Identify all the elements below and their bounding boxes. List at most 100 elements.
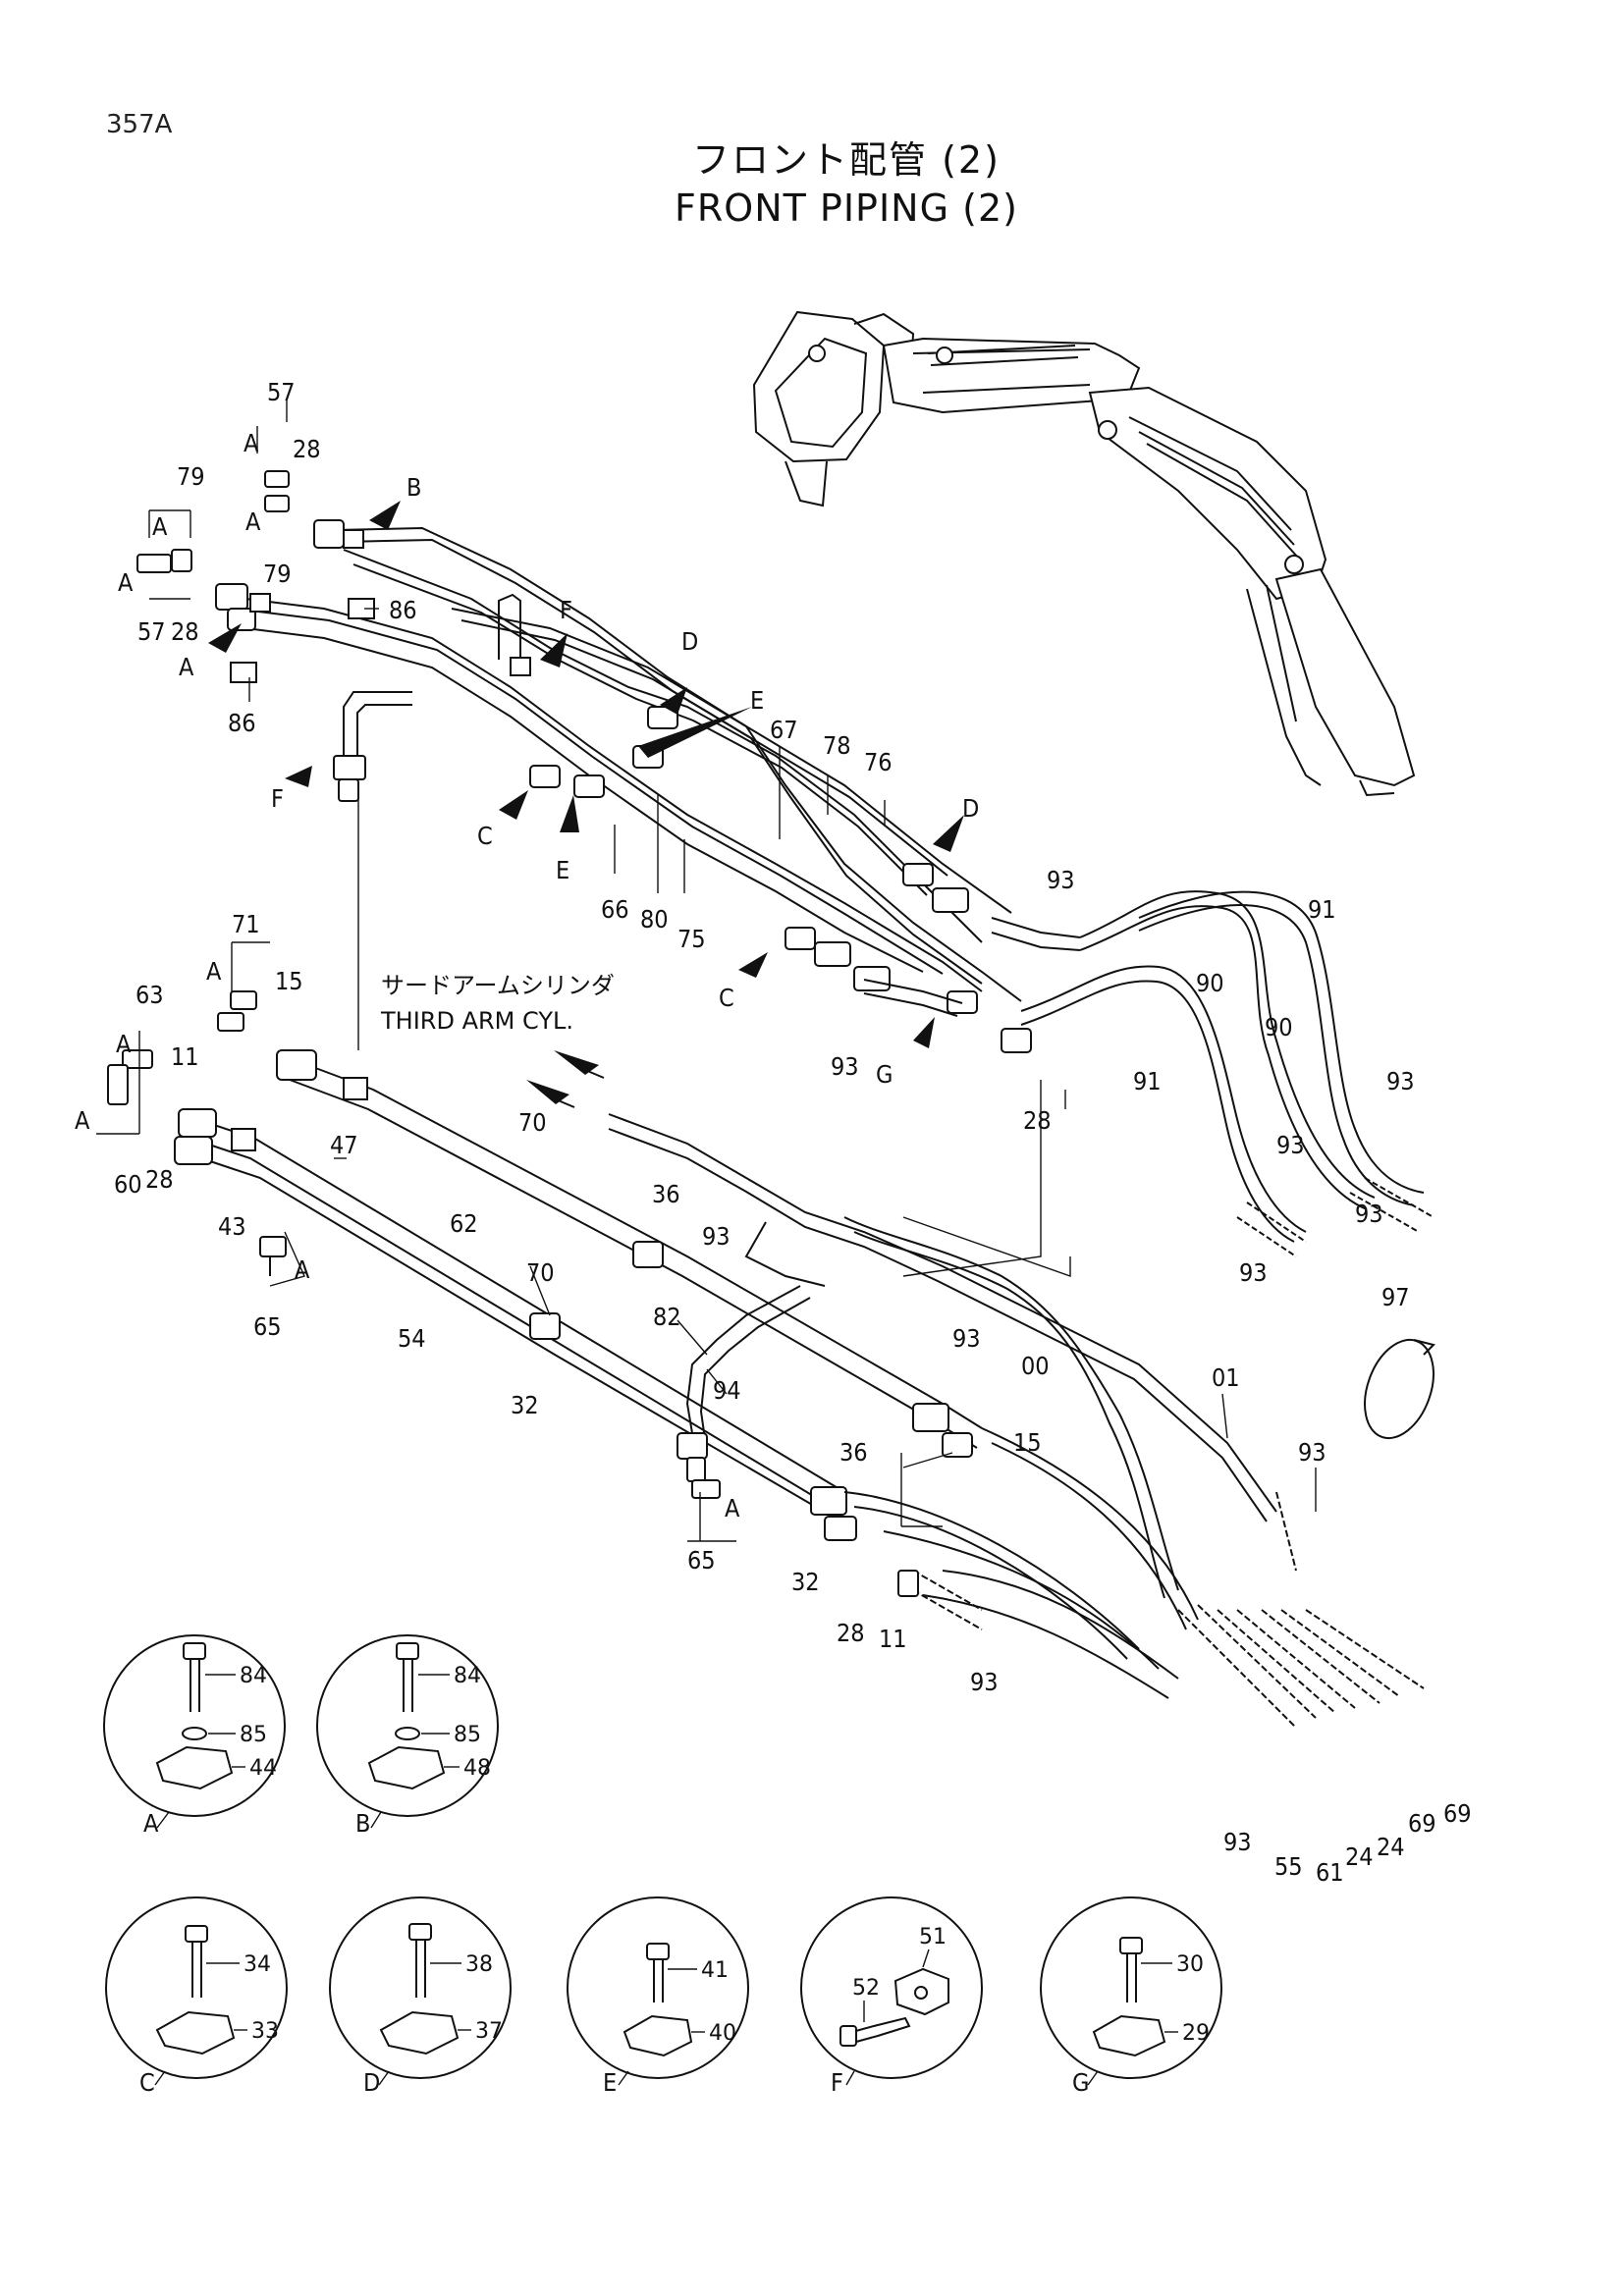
part-label-57-top: 57 — [267, 378, 296, 406]
part-label-90-b: 90 — [1265, 1013, 1293, 1041]
part-label-47: 47 — [330, 1131, 358, 1159]
part-label-54: 54 — [398, 1324, 426, 1353]
part-label-36-b: 36 — [839, 1438, 868, 1467]
leader-lines — [96, 400, 1317, 1542]
part-label-28-top: 28 — [293, 435, 321, 463]
detail-a-washer: 85 — [240, 1723, 267, 1747]
callout-a-1: A — [244, 429, 259, 457]
detail-b-bolt: 84 — [454, 1664, 481, 1688]
part-label-94: 94 — [713, 1376, 741, 1405]
lower-pipe-group — [107, 470, 1435, 1729]
part-label-78: 78 — [823, 731, 851, 760]
part-label-75: 75 — [677, 925, 706, 953]
detail-d-letter: D — [363, 2068, 380, 2097]
callout-e-left: E — [556, 856, 569, 884]
part-label-24-b: 24 — [1377, 1833, 1405, 1861]
detail-e-clamp: 40 — [709, 2021, 736, 2046]
part-label-60: 60 — [114, 1170, 142, 1199]
part-label-93-h: 93 — [952, 1324, 981, 1353]
part-label-93-f: 93 — [1239, 1258, 1268, 1287]
page-title-japanese: フロント配管 (2) — [692, 138, 1001, 182]
part-label-76: 76 — [864, 748, 893, 776]
callout-a-7: A — [116, 1030, 132, 1058]
part-label-67: 67 — [770, 716, 798, 744]
callout-f-top: F — [560, 596, 572, 624]
detail-view-g: 30 29 G — [1040, 1896, 1222, 2097]
detail-view-f: 51 52 F — [800, 1896, 983, 2097]
part-label-79-mid: 79 — [263, 560, 292, 588]
detail-b-clamp: 48 — [463, 1756, 491, 1781]
part-label-32-a: 32 — [511, 1391, 539, 1419]
part-label-86-b: 86 — [228, 709, 256, 737]
part-label-91-a: 91 — [1308, 895, 1336, 924]
detail-view-c: 34 33 C — [105, 1896, 288, 2097]
detail-f-clamp: 51 — [919, 1925, 947, 1949]
callout-e-top: E — [750, 686, 764, 715]
detail-view-e: 41 40 E — [567, 1896, 749, 2097]
callout-arrows — [208, 501, 964, 1108]
page-code: 357A — [106, 110, 173, 139]
callout-a-9: A — [295, 1255, 310, 1284]
callout-a-2: A — [245, 507, 261, 536]
part-label-90-a: 90 — [1196, 969, 1224, 997]
callout-a-10: A — [725, 1494, 740, 1522]
detail-g-letter: G — [1072, 2068, 1089, 2097]
upper-pipe-group — [215, 519, 1435, 1257]
callout-d-top: D — [681, 627, 698, 656]
part-label-28-lower: 28 — [145, 1165, 174, 1194]
part-label-28-left: 28 — [171, 617, 199, 646]
callout-f-left: F — [271, 784, 284, 813]
part-label-93-c: 93 — [1386, 1067, 1415, 1095]
part-label-70-a: 70 — [518, 1108, 547, 1137]
part-label-63: 63 — [135, 981, 164, 1009]
part-label-93-d: 93 — [1276, 1131, 1305, 1159]
part-label-80: 80 — [640, 905, 669, 934]
callout-c-mid: C — [719, 984, 734, 1012]
part-label-86-a: 86 — [389, 596, 417, 624]
part-labels: 57 A 28 79 A 79 A A 57 28 A B 86 86 F F … — [75, 378, 1472, 1887]
detail-f-letter: F — [831, 2068, 843, 2097]
detail-c-letter: C — [139, 2068, 155, 2097]
detail-e-letter: E — [603, 2068, 617, 2097]
part-label-43: 43 — [218, 1212, 246, 1241]
detail-d-clamp: 37 — [475, 2019, 503, 2044]
callout-a-4: A — [118, 568, 134, 597]
part-label-65-left: 65 — [253, 1312, 282, 1341]
part-label-93-e: 93 — [1355, 1200, 1383, 1228]
page-title-english: FRONT PIPING (2) — [675, 187, 1018, 230]
detail-g-clamp: 29 — [1182, 2021, 1210, 2046]
part-label-24-a: 24 — [1345, 1842, 1374, 1871]
detail-a-clamp: 44 — [249, 1756, 277, 1781]
part-label-15-left: 15 — [275, 967, 303, 995]
part-label-65-lower: 65 — [687, 1546, 716, 1575]
detail-b-washer: 85 — [454, 1723, 481, 1747]
part-label-79-top: 79 — [177, 462, 205, 491]
part-label-66: 66 — [601, 895, 629, 924]
part-label-69-b: 69 — [1443, 1799, 1472, 1828]
detail-a-letter: A — [143, 1809, 159, 1838]
part-label-93-i: 93 — [1298, 1438, 1326, 1467]
part-label-11-bottom: 11 — [879, 1625, 907, 1653]
callout-a-6: A — [206, 957, 222, 986]
callout-d-right: D — [962, 794, 979, 823]
part-label-93-g: 93 — [702, 1222, 731, 1251]
part-label-28-right: 28 — [1023, 1106, 1052, 1135]
callout-a-3: A — [152, 512, 168, 541]
callout-b: B — [406, 473, 421, 502]
part-label-93-b: 93 — [831, 1052, 859, 1081]
part-label-57-left: 57 — [137, 617, 166, 646]
excavator-front-illustration — [752, 310, 1416, 797]
part-label-93-a: 93 — [1047, 866, 1075, 894]
part-label-11-left: 11 — [171, 1042, 199, 1071]
third-arm-note-en: THIRD ARM CYL. — [380, 1007, 573, 1035]
detail-g-bolt: 30 — [1176, 1952, 1204, 1977]
detail-c-bolt: 34 — [244, 1952, 271, 1977]
detail-e-bolt: 41 — [701, 1958, 729, 1983]
callout-c-top: C — [477, 822, 493, 850]
callout-a-8: A — [75, 1106, 90, 1135]
callout-a-5: A — [179, 653, 194, 681]
detail-view-b: 84 85 48 B — [316, 1634, 499, 1838]
detail-a-bolt: 84 — [240, 1664, 267, 1688]
detail-f-bolt: 52 — [852, 1976, 880, 2001]
detail-d-bolt: 38 — [465, 1952, 493, 1977]
